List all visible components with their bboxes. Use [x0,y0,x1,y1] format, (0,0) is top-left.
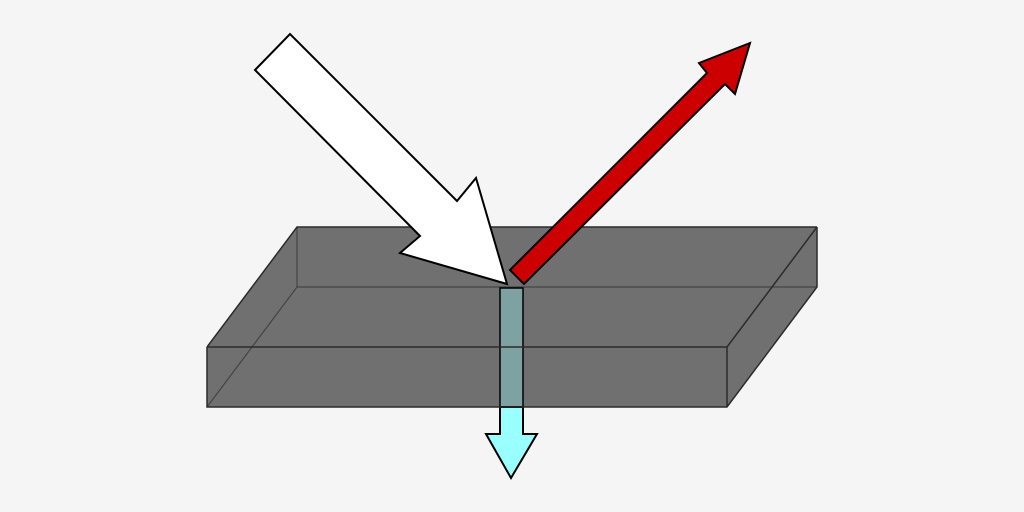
slab-front-edges [206,226,818,408]
incident-arrow [253,32,509,286]
slab-right-face [727,227,817,407]
transmitted-arrow [484,406,539,480]
reflected-arrow [508,41,752,286]
slab-front-face [207,347,727,407]
